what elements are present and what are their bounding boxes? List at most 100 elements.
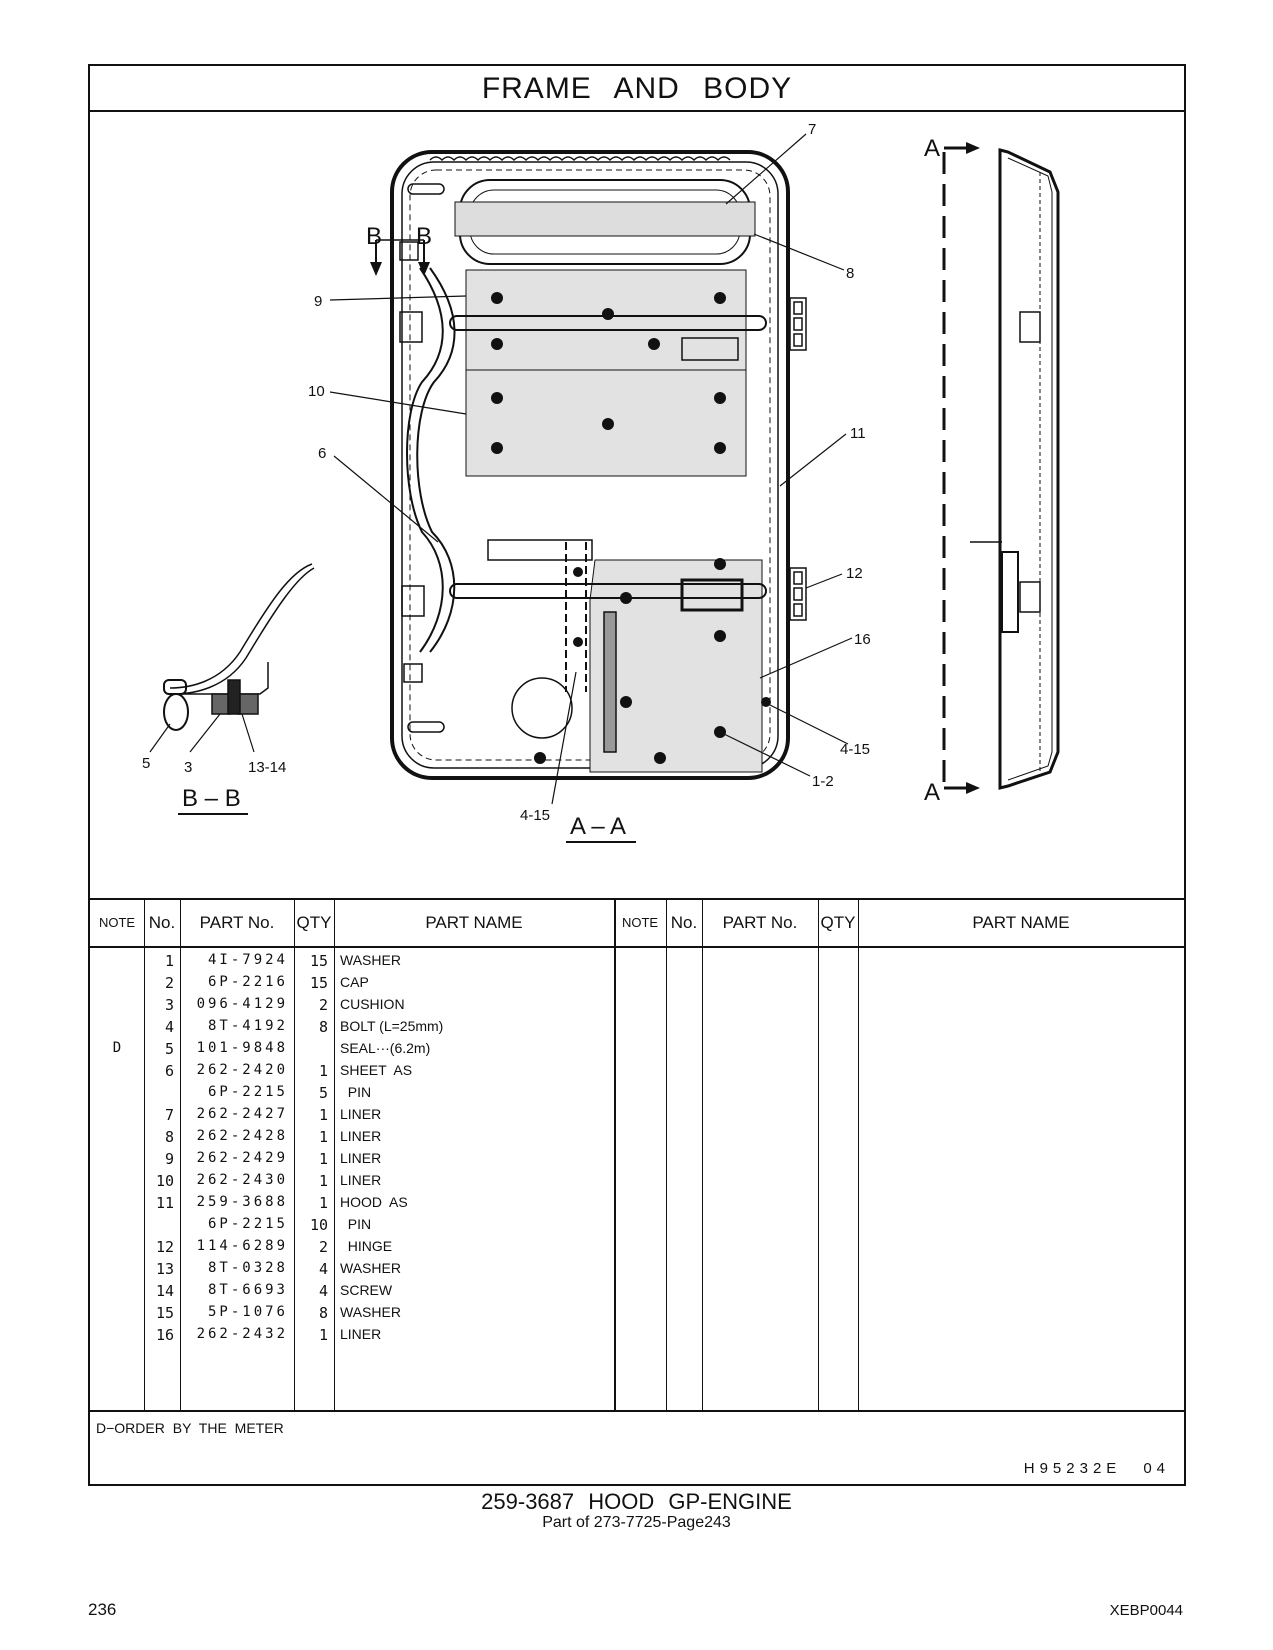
- part-number-cell: 8T-0328: [207, 1260, 288, 1276]
- item-number-cell: 12: [155, 1238, 174, 1256]
- part-number-cell: 6P-2215: [207, 1084, 288, 1100]
- assembly-caption: 259-3687 HOOD GP-ENGINE: [481, 1489, 792, 1514]
- col-divider: [858, 900, 859, 1410]
- quantity-cell: 1: [318, 1150, 328, 1168]
- part-number-cell: 4I-7924: [207, 952, 288, 968]
- header-qty-right: QTY: [820, 913, 856, 932]
- item-number-cell: 9: [164, 1150, 174, 1168]
- hood-drawing-svg: 7 8 9 10 6 11 12 16 4-15 1-2 4-15 5 3 13…: [142, 121, 1060, 843]
- callout-3: 3: [184, 759, 192, 776]
- part-name-cell: SEAL···(6.2m): [340, 1040, 431, 1056]
- part-name-cell: WASHER: [340, 1304, 401, 1320]
- section-a-top: A: [924, 135, 940, 162]
- col-divider: [334, 900, 335, 1410]
- callout-13-14: 13-14: [248, 759, 286, 776]
- quantity-cell: 1: [318, 1106, 328, 1124]
- item-number-cell: 10: [155, 1172, 174, 1190]
- part-name-cell: WASHER: [340, 1260, 401, 1276]
- item-number-cell: 4: [164, 1018, 174, 1036]
- item-number-cell: 2: [164, 974, 174, 992]
- callout-8: 8: [846, 265, 854, 282]
- header-divider: [90, 946, 1184, 948]
- liner-7: [454, 201, 756, 237]
- part-name-cell: LINER: [340, 1326, 382, 1342]
- part-name-cell: LINER: [340, 1172, 382, 1188]
- item-number-cell: 16: [155, 1326, 174, 1344]
- part-number-cell: 262-2428: [196, 1128, 288, 1144]
- drawing-revision: 04: [1143, 1460, 1170, 1477]
- col-divider: [180, 900, 181, 1410]
- quantity-cell: 15: [309, 974, 328, 992]
- part-name-cell: BOLT (L=25mm): [340, 1018, 444, 1034]
- part-number-cell: 262-2429: [196, 1150, 288, 1166]
- quantity-cell: 1: [318, 1172, 328, 1190]
- part-name-cell: WASHER: [340, 952, 401, 968]
- item-number-cell: 13: [155, 1260, 174, 1278]
- quantity-cell: 8: [318, 1304, 328, 1322]
- item-number-cell: 14: [155, 1282, 174, 1300]
- quantity-cell: 1: [318, 1128, 328, 1146]
- header-part-name-right: PART NAME: [972, 913, 1070, 932]
- quantity-cell: 1: [318, 1326, 328, 1344]
- part-name-cell: SCREW: [340, 1282, 393, 1298]
- part-number-cell: 262-2430: [196, 1172, 288, 1188]
- callout-11: 11: [850, 425, 866, 442]
- arrow-a-bottom: [966, 782, 980, 794]
- panel-details: [399, 183, 744, 753]
- col-divider: [702, 900, 703, 1410]
- col-divider-center: [614, 900, 616, 1410]
- item-number-cell: 5: [164, 1040, 174, 1058]
- footnote: D−ORDER BY THE METER: [96, 1420, 284, 1436]
- quantity-cell: 5: [318, 1084, 328, 1102]
- part-number-cell: 262-2427: [196, 1106, 288, 1122]
- table-row: 12 114-6289 2 HINGE: [90, 1238, 614, 1260]
- part-name-cell: HINGE: [340, 1238, 393, 1254]
- arrow-b-right: [418, 262, 430, 276]
- callout-5: 5: [142, 755, 150, 772]
- table-row: 13 8T-0328 4 WASHER: [90, 1260, 614, 1282]
- arrow-a-top: [966, 142, 980, 154]
- assembly-subcaption: Part of 273-7725-Page243: [542, 1514, 731, 1531]
- header-note-right: NOTE: [621, 915, 659, 930]
- quantity-cell: 2: [318, 1238, 328, 1256]
- section-bb-detail: [163, 563, 315, 731]
- quantity-cell: 10: [309, 1216, 328, 1234]
- callout-9: 9: [314, 293, 322, 310]
- side-view: [970, 148, 1060, 790]
- drawing-code-block: H95232E 04: [1024, 1460, 1170, 1477]
- col-divider: [144, 900, 145, 1410]
- drawing-code: H95232E: [1023, 1460, 1122, 1477]
- header-part-no-right: PART No.: [722, 913, 798, 932]
- callout-12: 12: [846, 565, 863, 582]
- table-row: 14 8T-6693 4 SCREW: [90, 1282, 614, 1304]
- document-id: XEBP0044: [1109, 1602, 1183, 1619]
- hinges-12: [789, 297, 807, 621]
- quantity-cell: 1: [318, 1062, 328, 1080]
- arrow-b-left: [370, 262, 382, 276]
- item-number-cell: 1: [164, 952, 174, 970]
- liner-16: [589, 559, 763, 773]
- callout-16: 16: [854, 631, 871, 648]
- leader-lines: [149, 133, 853, 805]
- callout-4-15-right: 4-15: [840, 741, 870, 758]
- view-label-bb: B – B: [182, 785, 241, 812]
- quantity-cell: 4: [318, 1282, 328, 1300]
- quantity-cell: 4: [318, 1260, 328, 1278]
- part-number-cell: 114-6289: [196, 1238, 288, 1254]
- part-number-cell: 096-4129: [196, 996, 288, 1012]
- liner-9: [465, 269, 747, 371]
- note-cell: D: [112, 1040, 122, 1056]
- part-number-cell: 8T-6693: [207, 1282, 288, 1298]
- part-name-cell: CAP: [340, 974, 369, 990]
- item-number-cell: 6: [164, 1062, 174, 1080]
